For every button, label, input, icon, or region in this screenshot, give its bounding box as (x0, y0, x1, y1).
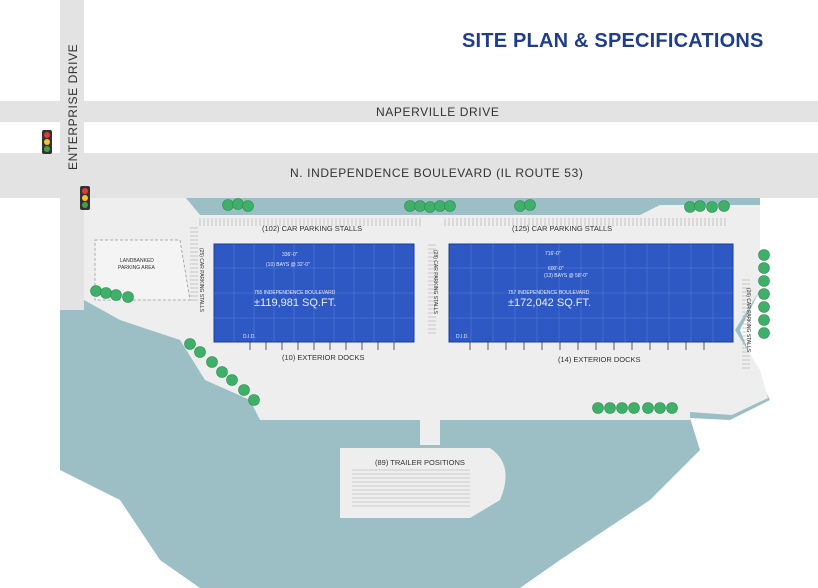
tree-icon (242, 200, 254, 212)
landbanked-label: LANDBANKED (120, 258, 154, 264)
tree-icon (434, 200, 446, 212)
tree-icon (628, 402, 640, 414)
enterprise-drive-road (60, 0, 84, 310)
tree-icon (238, 384, 250, 396)
independence-boulevard-label: N. INDEPENDENCE BOULEVARD (IL ROUTE 53) (290, 166, 584, 180)
tree-icon (604, 402, 616, 414)
tree-icon (758, 301, 770, 313)
tree-icon (424, 201, 436, 213)
tree-icon (414, 200, 426, 212)
tree-icon (706, 201, 718, 213)
west-area: ±119,981 SQ.FT. (254, 297, 337, 309)
tree-icon (718, 200, 730, 212)
tree-icon (206, 356, 218, 368)
independence-boulevard-road (0, 153, 818, 198)
tree-icon (122, 291, 134, 303)
west-parking-top-label: (102) CAR PARKING STALLS (262, 224, 363, 233)
traffic-light-icon (80, 186, 90, 210)
tree-icon (592, 402, 604, 414)
east-docks-label: (14) EXTERIOR DOCKS (558, 355, 641, 364)
east-area: ±172,042 SQ.FT. (508, 297, 592, 309)
tree-icon (758, 314, 770, 326)
trailer-positions-label: (89) TRAILER POSITIONS (375, 458, 465, 467)
east-parking-right-label: (26) CAR PARKING STALLS (745, 288, 751, 352)
tree-icon (184, 338, 196, 350)
dock-doors (249, 342, 705, 350)
east-address: 757 INDEPENDENCE BOULEVARD (508, 290, 590, 296)
tree-icon (404, 200, 416, 212)
landbanked-label-2: PARKING AREA (118, 265, 155, 271)
east-bays-label: (13) BAYS @ 58'-0" (544, 273, 588, 279)
west-parking-left-label: (25) CAR PARKING STALLS (198, 248, 204, 312)
tree-icon (758, 275, 770, 287)
tree-icon (684, 201, 696, 213)
tree-rows (90, 198, 770, 414)
parking-stripes (190, 218, 750, 507)
tree-icon (248, 394, 260, 406)
west-docks-label: (10) EXTERIOR DOCKS (282, 353, 365, 362)
west-dim-code: D.I.D. (243, 334, 256, 340)
tree-icon (222, 199, 234, 211)
tree-icon (666, 402, 678, 414)
tree-icon (216, 366, 228, 378)
tree-icon (514, 200, 526, 212)
tree-icon (758, 249, 770, 261)
traffic-light-icon (42, 130, 52, 154)
column-grid (214, 244, 733, 342)
tree-icon (524, 199, 536, 211)
west-width-dim: 336'-0" (282, 252, 298, 258)
east-dim-code: D.I.D. (456, 334, 469, 340)
tree-icon (232, 198, 244, 210)
tree-icon (758, 288, 770, 300)
tree-icon (694, 200, 706, 212)
enterprise-drive-label: ENTERPRISE DRIVE (66, 43, 80, 170)
tree-icon (642, 402, 654, 414)
west-address: 755 INDEPENDENCE BOULEVARD (254, 290, 336, 296)
tree-icon (194, 346, 206, 358)
east-parking-top-label: (125) CAR PARKING STALLS (512, 224, 613, 233)
page-title: SITE PLAN & SPECIFICATIONS (462, 30, 764, 52)
tree-icon (444, 200, 456, 212)
tree-icon (226, 374, 238, 386)
east-width-dim: 716'-0" (545, 251, 561, 257)
west-bays-label: (10) BAYS @ 32'-0" (266, 262, 310, 268)
trailer-pad (340, 448, 506, 518)
tree-icon (100, 287, 112, 299)
tree-icon (110, 289, 122, 301)
naperville-drive-label: NAPERVILLE DRIVE (376, 105, 500, 119)
tree-icon (758, 262, 770, 274)
tree-icon (758, 327, 770, 339)
east-inner-dim: 600'-0" (548, 266, 564, 272)
tree-icon (654, 402, 666, 414)
tree-icon (616, 402, 628, 414)
naperville-drive-road (0, 101, 818, 122)
west-parking-right-label: (28) CAR PARKING STALLS (432, 250, 438, 314)
tree-icon (90, 285, 102, 297)
